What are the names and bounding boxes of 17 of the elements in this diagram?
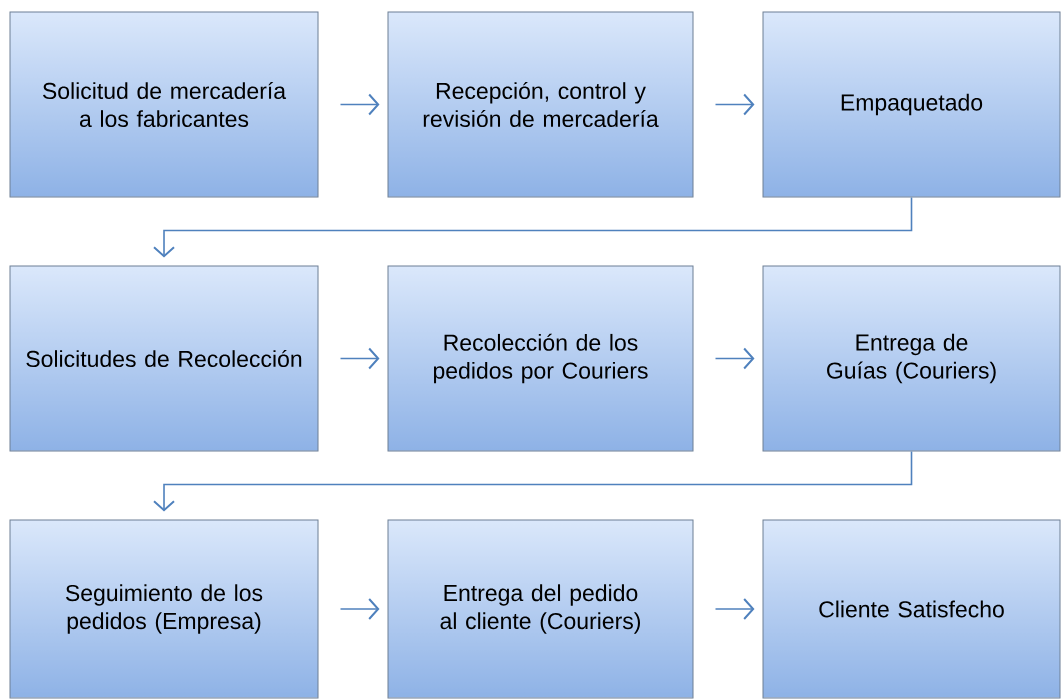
process-box: Seguimiento de los pedidos (Empresa) (9, 519, 319, 699)
process-box: Solicitudes de Recolección (9, 265, 319, 452)
process-box: Recepción, control y revisión de mercadería (387, 11, 694, 198)
arrow (153, 196, 913, 258)
process-box: Solicitud de mercadería a los fabricantes (9, 11, 319, 198)
arrow (714, 598, 755, 620)
arrow (339, 598, 380, 620)
process-box: Entrega de Guías (Couriers) (762, 265, 1061, 452)
arrow (153, 450, 913, 512)
arrow (339, 93, 380, 116)
arrow (714, 93, 755, 116)
process-box: Recolección de los pedidos por Couriers (387, 265, 694, 452)
process-box: Entrega del pedido al cliente (Couriers) (387, 519, 694, 699)
arrow (339, 347, 380, 370)
process-box: Cliente Satisfecho (762, 519, 1061, 699)
arrow (714, 347, 755, 370)
process-box: Empaquetado (762, 11, 1061, 198)
